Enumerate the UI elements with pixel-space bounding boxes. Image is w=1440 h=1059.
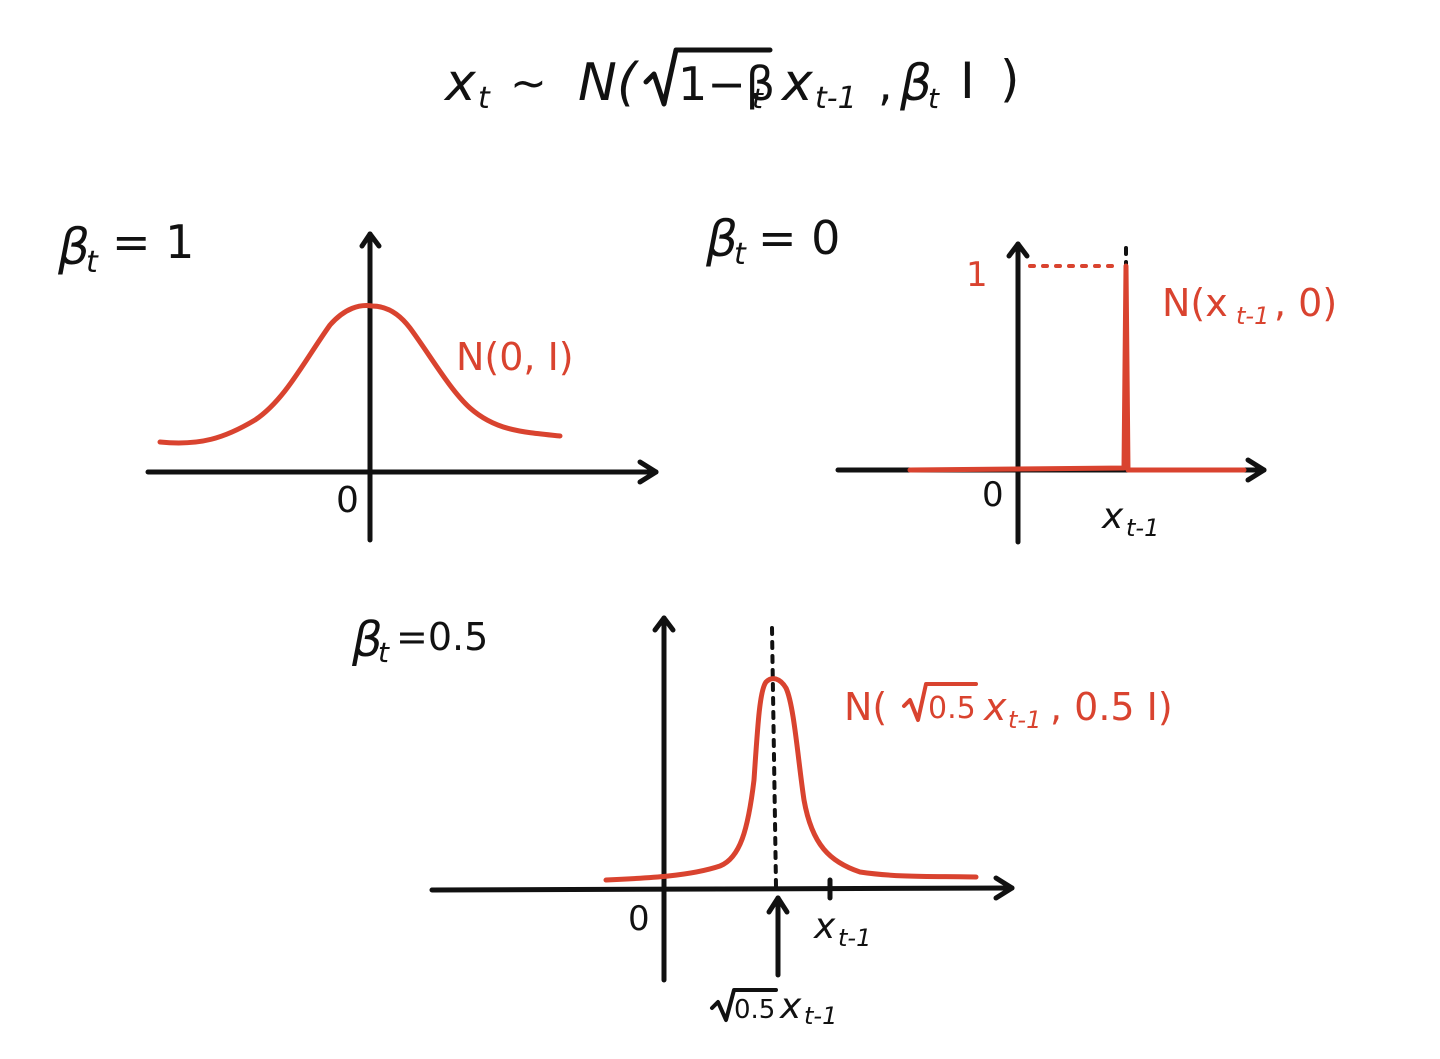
panel2-origin: 0 (982, 475, 1004, 515)
panel2-x-arrow-icon (1245, 457, 1267, 483)
panel3-curve-label-start: N( (844, 685, 887, 729)
panel3-curve-label-sub: t-1 (1008, 706, 1041, 734)
panel3-origin: 0 (628, 899, 650, 939)
panel3-beta-value: =0.5 (396, 615, 488, 659)
panel3-curve-label-end: , 0.5 I) (1050, 685, 1173, 729)
forward-process-formula: x t ~ N( 1−β t x t-1 , β t I ) (443, 47, 1020, 116)
panel2-beta-label: β (705, 210, 738, 268)
formula-identity: I (960, 52, 975, 110)
panel1-x-arrow-icon (637, 459, 659, 485)
panel1-origin: 0 (336, 480, 359, 521)
panel3-x-axis (429, 885, 1015, 893)
formula-sqrt-arg-sub: t (752, 82, 764, 115)
formula-comma: , (878, 57, 893, 111)
panel3-y-arrow-icon (652, 615, 676, 633)
formula-lhs: x (443, 53, 477, 113)
formula-close: ) (1000, 50, 1020, 108)
formula-beta: β (899, 54, 932, 112)
panel2-x-tick: x (1101, 496, 1124, 537)
formula-sqrt-icon (643, 47, 773, 107)
panel3-curve-sqrt-icon (902, 682, 978, 722)
panel1-y-arrow-icon (359, 231, 382, 249)
panel2-beta-value: = 0 (758, 211, 840, 265)
panel2-x-tick-sub: t-1 (1126, 514, 1159, 542)
panel2-curve-label-end: , 0) (1274, 281, 1337, 325)
formula-lhs-sub: t (478, 81, 491, 116)
panel3-gaussian-curve (603, 676, 979, 883)
panel2-curve-label-sub: t-1 (1236, 302, 1269, 330)
formula-mid: x (780, 53, 814, 113)
panel1-beta-label: β (57, 218, 90, 276)
panel-beta-one: β t = 1 0 N(0, I) (57, 215, 659, 543)
panel3-curve-label-sqrt: 0.5 (928, 691, 976, 726)
panel2-y-arrow-icon (1006, 241, 1030, 259)
panel3-mean-sqrt: 0.5 (734, 995, 775, 1025)
panel1-curve-label: N(0, I) (456, 335, 574, 379)
panel3-curve-label-x: x (983, 685, 1007, 729)
formula-tilde: ~ (510, 58, 547, 109)
panel3-mean-sub: t-1 (804, 1002, 837, 1030)
panel3-mean-sqrt-icon (710, 988, 778, 1022)
panel3-mean-dotted-line (770, 626, 778, 888)
panel2-y-tick: 1 (966, 255, 988, 295)
formula-dist: N( (578, 53, 640, 113)
panel3-beta-sub: t (378, 636, 390, 669)
formula-sqrt-arg: 1−β (678, 57, 775, 111)
panel2-delta-spike (907, 263, 1247, 473)
panel2-curve-label: N(x (1162, 281, 1228, 325)
panel3-x-tick: x (813, 906, 836, 947)
panel3-mean-x: x (779, 986, 802, 1027)
panel2-beta-sub: t (734, 237, 747, 272)
formula-mid-sub: t-1 (815, 81, 857, 116)
panel-beta-half: β t =0.5 0 x t-1 0.5 x t-1 N( 0.5 x t-1 … (351, 612, 1173, 1030)
panel1-beta-value: = 1 (112, 215, 194, 269)
panel1-beta-sub: t (86, 245, 99, 280)
panel1-gaussian-curve (157, 303, 563, 446)
panel3-mean-arrow-icon (766, 895, 790, 915)
panel3-x-tick-sub: t-1 (838, 924, 871, 952)
panel-beta-zero: β t = 0 0 1 x t-1 N(x t-1 , 0) (705, 210, 1337, 545)
formula-beta-sub: t (928, 82, 940, 115)
panel3-x-arrow-icon (993, 875, 1015, 901)
panel3-beta-label: β (351, 612, 383, 668)
